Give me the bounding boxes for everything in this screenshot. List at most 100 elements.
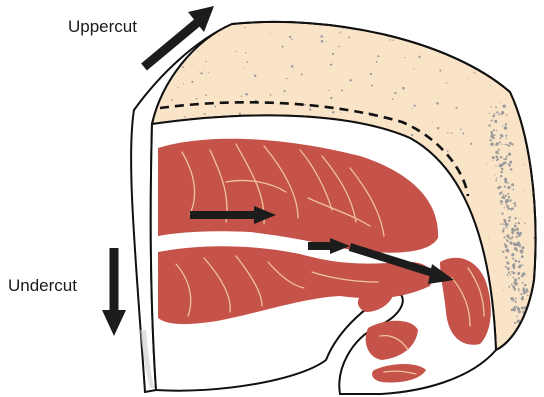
fat-edge-shading-dot xyxy=(494,134,496,136)
fat-edge-shading-dot xyxy=(507,186,510,189)
fat-speckle-dot xyxy=(218,34,219,35)
fat-edge-shading-dot xyxy=(530,322,533,325)
fat-edge-shading-dot xyxy=(513,288,516,291)
fat-edge-shading-dot xyxy=(504,178,507,181)
fat-speckle-dot xyxy=(539,15,540,16)
fat-speckle-dot xyxy=(437,127,439,129)
fat-speckle-dot xyxy=(244,27,245,28)
fat-speckle-dot xyxy=(524,223,525,224)
fat-edge-shading-dot xyxy=(488,124,490,126)
fat-edge-shading-dot xyxy=(489,113,490,114)
fat-speckle-dot xyxy=(348,13,349,14)
fat-speckle-dot xyxy=(501,203,503,205)
fat-speckle-dot xyxy=(528,38,530,40)
fat-edge-shading-dot xyxy=(521,275,523,277)
fat-edge-shading-dot xyxy=(505,256,507,258)
fat-edge-shading-dot xyxy=(496,142,499,145)
fat-edge-shading-dot xyxy=(491,120,493,122)
fat-edge-shading-dot xyxy=(504,161,507,164)
fat-edge-shading-dot xyxy=(525,323,526,324)
fat-edge-shading-dot xyxy=(500,223,501,224)
fat-speckle-dot xyxy=(508,43,509,44)
fat-speckle-dot xyxy=(270,33,271,34)
fat-edge-shading-dot xyxy=(504,207,505,208)
fat-edge-shading-dot xyxy=(514,322,516,324)
fat-edge-shading-dot xyxy=(523,273,525,275)
fat-speckle-dot xyxy=(193,115,194,116)
fat-edge-shading-dot xyxy=(505,195,507,197)
fat-edge-shading-dot xyxy=(521,255,524,258)
uppercut-label: Uppercut xyxy=(68,17,137,36)
fat-edge-shading-dot xyxy=(509,241,512,244)
fat-edge-shading-dot xyxy=(509,199,511,201)
fat-speckle-dot xyxy=(534,176,537,179)
fat-edge-shading-dot xyxy=(505,135,507,137)
fat-speckle-dot xyxy=(178,11,180,13)
fat-edge-shading-dot xyxy=(493,129,495,131)
fat-edge-shading-dot xyxy=(504,126,507,129)
fat-speckle-dot xyxy=(341,90,343,92)
fat-edge-shading-dot xyxy=(504,180,507,183)
fat-edge-shading-dot xyxy=(502,230,504,232)
fat-edge-shading-dot xyxy=(498,113,500,115)
fat-speckle-dot xyxy=(254,75,256,77)
fat-edge-shading-dot xyxy=(513,189,515,191)
fat-edge-shading-dot xyxy=(517,236,519,238)
fat-speckle-dot xyxy=(330,97,332,99)
fat-speckle-dot xyxy=(456,107,458,109)
fat-speckle-dot xyxy=(512,21,514,23)
fat-edge-shading-dot xyxy=(505,266,507,268)
fat-speckle-dot xyxy=(184,116,186,118)
fat-speckle-dot xyxy=(524,190,525,191)
fat-speckle-dot xyxy=(514,95,516,97)
fat-edge-shading-dot xyxy=(514,278,517,281)
fat-speckle-dot xyxy=(349,79,351,81)
fat-speckle-dot xyxy=(444,18,445,19)
fat-speckle-dot xyxy=(475,73,476,74)
fat-edge-shading-dot xyxy=(520,333,522,335)
fat-speckle-dot xyxy=(446,82,447,83)
fat-edge-shading-dot xyxy=(516,338,519,341)
fat-speckle-dot xyxy=(177,87,178,88)
fat-edge-shading-dot xyxy=(495,155,498,158)
fat-edge-shading-dot xyxy=(499,141,501,143)
fat-edge-shading-dot xyxy=(510,239,511,240)
fat-edge-shading-dot xyxy=(500,200,502,202)
fat-edge-shading-dot xyxy=(530,347,532,349)
fat-edge-shading-dot xyxy=(506,239,507,240)
fat-speckle-dot xyxy=(461,56,462,57)
fat-edge-shading-dot xyxy=(528,334,529,335)
fat-edge-shading-dot xyxy=(522,246,525,249)
fat-edge-shading-dot xyxy=(519,264,522,267)
fat-speckle-dot xyxy=(473,69,474,70)
fat-edge-shading-dot xyxy=(520,293,522,295)
fat-edge-shading-dot xyxy=(517,307,519,309)
fat-edge-shading-dot xyxy=(525,350,527,352)
fat-speckle-dot xyxy=(338,33,339,34)
fat-speckle-dot xyxy=(406,36,408,38)
fat-edge-shading-dot xyxy=(515,298,517,300)
fat-speckle-dot xyxy=(291,39,293,41)
fat-speckle-dot xyxy=(241,95,242,96)
fat-speckle-dot xyxy=(325,41,326,42)
fat-edge-shading-dot xyxy=(494,113,496,115)
fat-speckle-dot xyxy=(520,218,521,219)
fat-speckle-dot xyxy=(284,90,286,92)
fat-speckle-dot xyxy=(260,9,262,11)
fat-speckle-dot xyxy=(411,134,413,136)
fat-edge-shading-dot xyxy=(508,153,511,156)
fat-edge-shading-dot xyxy=(521,307,524,310)
fat-edge-shading-dot xyxy=(501,111,504,114)
fat-edge-shading-dot xyxy=(513,203,514,204)
fat-edge-shading-dot xyxy=(517,320,520,323)
fat-edge-shading-dot xyxy=(526,290,528,292)
fat-speckle-dot xyxy=(389,39,390,40)
fat-speckle-dot xyxy=(463,55,464,56)
fat-edge-shading-dot xyxy=(492,156,495,159)
fat-edge-shading-dot xyxy=(519,332,521,334)
fat-edge-shading-dot xyxy=(525,291,527,293)
fat-speckle-dot xyxy=(462,133,464,135)
fat-edge-shading-dot xyxy=(504,219,507,222)
fat-speckle-dot xyxy=(496,130,497,131)
fat-edge-shading-dot xyxy=(513,272,516,275)
